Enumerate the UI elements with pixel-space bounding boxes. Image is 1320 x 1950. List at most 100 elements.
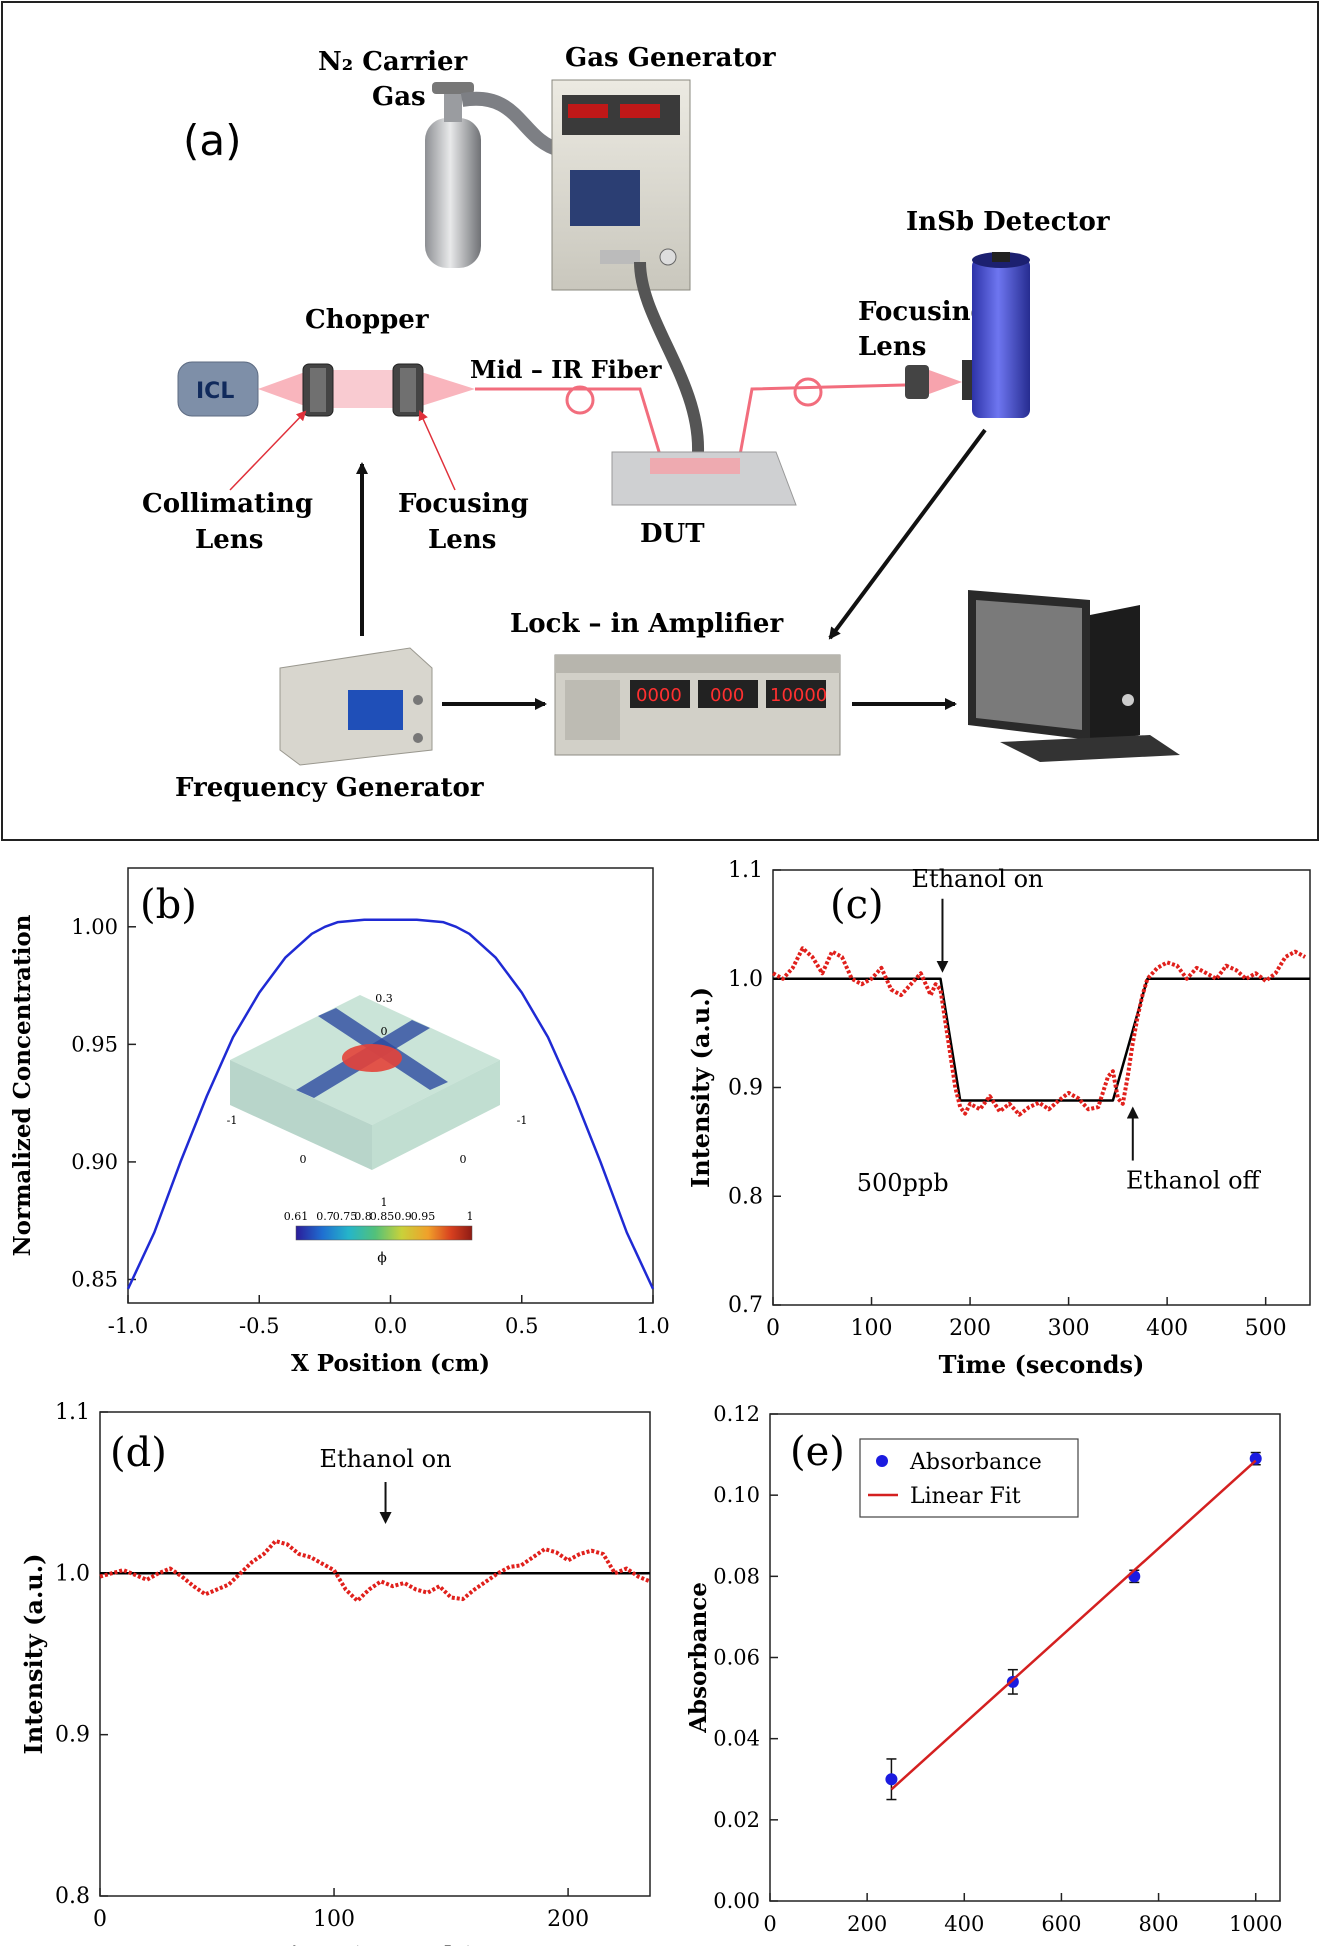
- frequency-generator-icon: [279, 647, 433, 766]
- inset-axis-label: 1: [381, 1196, 388, 1209]
- series-Linear Fit-line: [890, 1459, 1257, 1791]
- legend-box: [859, 1438, 1079, 1518]
- x-tick-label: 100: [313, 1907, 355, 1932]
- icl-label: ICL: [196, 379, 234, 404]
- inset-axis-label: 0.3: [375, 992, 393, 1005]
- x-tick-label: -1.0: [108, 1314, 149, 1338]
- y-tick-label: 0.9: [55, 1723, 90, 1748]
- y-axis-label: Absorbance: [685, 1582, 712, 1734]
- y-tick-label: 0.10: [713, 1483, 760, 1507]
- gas-label: Gas: [372, 82, 426, 112]
- series-data-line: [99, 1539, 651, 1603]
- annotation-label: 500ppb: [857, 1169, 949, 1197]
- x-tick-label: 100: [851, 1316, 893, 1341]
- x-tick-label: -0.5: [239, 1314, 280, 1338]
- y-tick-label: 0.04: [713, 1727, 760, 1751]
- arrow-detector-to-lockin: [828, 428, 987, 640]
- y-tick-label: 0.08: [713, 1564, 760, 1588]
- inset-axis-label: -1: [227, 1114, 238, 1127]
- focusing-lens-2-label-2: Lens: [858, 332, 926, 362]
- collimating-label-2: Lens: [195, 525, 263, 555]
- collimating-label-1: Collimating: [142, 489, 313, 519]
- colorbar-tick: 0.9: [394, 1210, 412, 1223]
- x-tick-label: 200: [949, 1316, 991, 1341]
- colorbar-tick: 0.75: [333, 1210, 358, 1223]
- colorbar-tick: 0.8: [354, 1210, 372, 1223]
- colorbar-tick: 1: [467, 1210, 474, 1223]
- annotation-ethanol-off: Ethanol off: [1126, 1167, 1262, 1195]
- x-tick-label: 0.5: [505, 1314, 538, 1338]
- chopper-label: Chopper: [305, 305, 429, 335]
- focusing-label-2: Lens: [428, 525, 496, 555]
- legend-marker-absorbance: [876, 1455, 888, 1467]
- chart-c-plot-area: [772, 869, 1311, 1306]
- x-tick-label: 0: [763, 1912, 776, 1936]
- x-axis-label: X Position (cm): [291, 1350, 490, 1377]
- y-tick-label: 0.95: [71, 1032, 118, 1056]
- x-tick-label: 800: [1139, 1912, 1179, 1936]
- inset-axis-label: -1: [517, 1114, 528, 1127]
- y-tick-label: 0.02: [713, 1808, 760, 1832]
- panel-label: (c): [830, 882, 884, 928]
- y-tick-label: 1.1: [728, 858, 763, 883]
- annotation-ethanol-on: Ethanol on: [911, 865, 1043, 893]
- x-tick-label: 600: [1041, 1912, 1081, 1936]
- panel-label: (e): [790, 1429, 845, 1475]
- chart-d-plot-area: [99, 1411, 651, 1897]
- y-tick-label: 1.0: [728, 967, 763, 992]
- x-tick-label: 1.0: [636, 1314, 669, 1338]
- x-tick-label: 200: [547, 1907, 589, 1932]
- lockin-display-1: 0000: [636, 685, 682, 706]
- legend-label-absorbance: Absorbance: [909, 1450, 1042, 1475]
- colorbar-label: ϕ: [377, 1250, 387, 1266]
- x-tick-label: 400: [944, 1912, 984, 1936]
- focusing-pointer: [418, 410, 456, 491]
- gas-generator-label: Gas Generator: [565, 43, 776, 73]
- y-tick-label: 0.8: [728, 1184, 763, 1209]
- series-0-line: [126, 918, 655, 1290]
- lockin-display-3: 10000: [770, 685, 827, 706]
- y-tick-label: 0.7: [728, 1293, 763, 1318]
- x-tick-label: 0: [93, 1907, 107, 1932]
- lock-in-label: Lock – in Amplifier: [510, 609, 783, 639]
- y-tick-label: 1.0: [55, 1561, 90, 1586]
- y-tick-label: 0.8: [55, 1884, 90, 1909]
- panel-label: (b): [140, 882, 197, 928]
- n2-cylinder-icon: [425, 82, 563, 268]
- y-tick-label: 0.06: [713, 1646, 760, 1670]
- legend-label-fit: Linear Fit: [910, 1484, 1021, 1509]
- collimating-pointer: [229, 410, 307, 491]
- focusing-lens-2-label-1: Focusing: [858, 297, 989, 327]
- beam-focus: [415, 370, 475, 408]
- gas-tube: [634, 261, 705, 453]
- x-tick-label: 0.0: [374, 1314, 407, 1338]
- panel-a: (a) N₂ Carrier Gas Gas Generator ICL: [1, 1, 1319, 841]
- y-axis-label: Normalized Concentration: [9, 914, 36, 1256]
- focusing-label-1: Focusing: [398, 489, 529, 519]
- lockin-display-2: 000: [710, 685, 744, 706]
- x-tick-label: 1000: [1229, 1912, 1282, 1936]
- dut-label: DUT: [640, 519, 705, 549]
- data-point: [1249, 1452, 1262, 1465]
- insb-detector-icon: [972, 252, 1030, 418]
- y-tick-label: 0.85: [71, 1267, 118, 1291]
- colorbar-tick: 0.7: [316, 1210, 334, 1223]
- x-tick-label: 0: [766, 1316, 780, 1341]
- x-axis-label: Time (seconds): [939, 1350, 1145, 1379]
- beam-diverge: [258, 372, 305, 406]
- frequency-generator-label: Frequency Generator: [175, 773, 484, 803]
- y-tick-label: 1.00: [71, 915, 118, 939]
- x-tick-label: 500: [1245, 1316, 1287, 1341]
- y-tick-label: 0.90: [71, 1150, 118, 1174]
- insb-detector-label: InSb Detector: [906, 207, 1110, 237]
- lock-in-amplifier-icon: 0000 000 10000: [554, 654, 841, 756]
- inset-axis-label: 0: [381, 1025, 388, 1038]
- y-tick-label: 0.9: [728, 1076, 763, 1101]
- panel-a-label: (a): [183, 116, 242, 165]
- colorbar-tick: 0.85: [370, 1210, 395, 1223]
- colorbar-tick: 0.95: [411, 1210, 436, 1223]
- inset-axis-label: 0: [300, 1153, 307, 1166]
